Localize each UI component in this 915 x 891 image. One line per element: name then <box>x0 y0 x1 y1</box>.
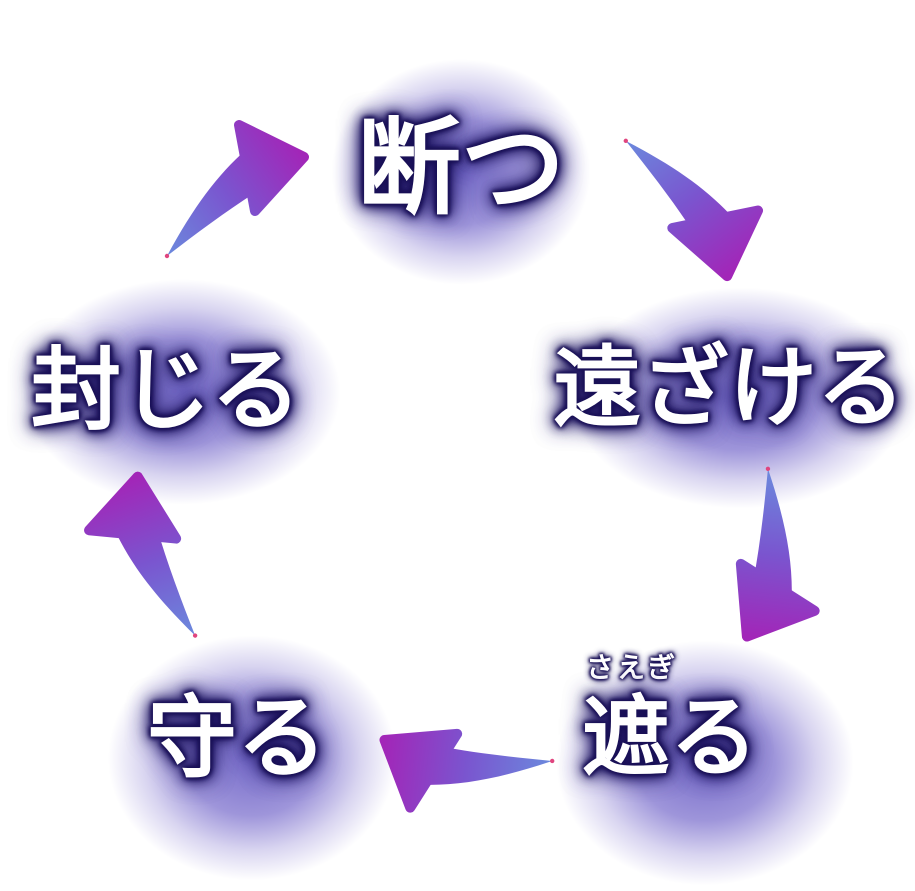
node-glow <box>325 54 596 290</box>
node-label: 遮る <box>581 691 759 788</box>
cycle-node-tatsu: 断つ <box>325 54 596 290</box>
furigana-label: さえぎ <box>585 652 679 683</box>
node-label: 封じる <box>31 342 301 441</box>
cycle-node-fuujiru: 封じる <box>17 274 347 510</box>
cycle-arrow-fuujiru-to-tatsu <box>164 120 309 259</box>
node-glow <box>549 635 860 891</box>
node-glow <box>102 630 402 886</box>
cycle-arrow-mamoru-to-fuujiru <box>84 471 198 638</box>
cycle-arrow-toozakeru-to-saegiru <box>735 466 820 642</box>
cycle-node-saegiru: さえぎ 遮る <box>549 635 860 891</box>
node-glow <box>17 274 347 510</box>
cycle-node-mamoru: 守る <box>102 630 402 886</box>
node-label: 断つ <box>356 112 566 227</box>
cycle-arrow-saegiru-to-mamoru <box>379 728 555 813</box>
node-glow <box>564 283 915 513</box>
cycle-arrow-tatsu-to-toozakeru <box>623 138 764 282</box>
node-label: 遠ざける <box>552 341 906 438</box>
cycle-node-toozakeru: 遠ざける <box>553 283 915 513</box>
node-label: 守る <box>147 690 327 789</box>
